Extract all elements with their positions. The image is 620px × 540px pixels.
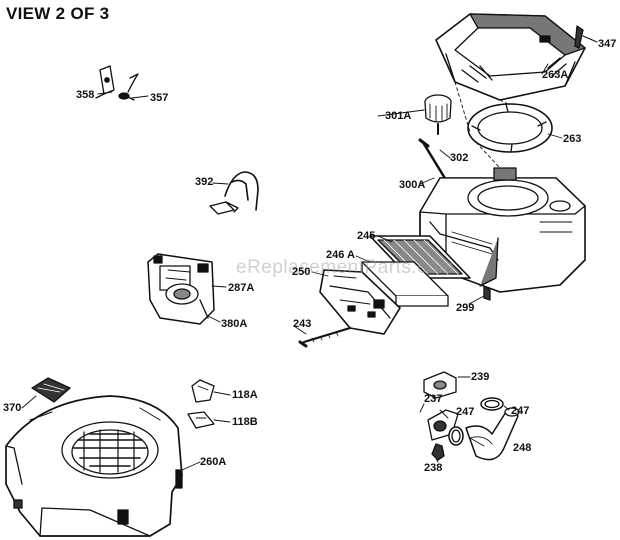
part-label-260a: 260A xyxy=(200,456,227,468)
part-label-301a: 301A xyxy=(385,110,412,122)
pre-cleaner-246a xyxy=(361,261,449,307)
part-label-358: 358 xyxy=(76,89,95,101)
wire-357 xyxy=(118,73,139,101)
part-label-238: 238 xyxy=(424,462,443,474)
clamp-247-left xyxy=(448,426,464,446)
part-label-248: 248 xyxy=(513,442,532,454)
part-label-247-left: 247 xyxy=(456,406,475,418)
bracket-358 xyxy=(95,65,115,99)
part-label-299: 299 xyxy=(456,302,475,314)
part-label-118b: 118B xyxy=(232,416,258,428)
clamp-247-right xyxy=(480,397,504,411)
elbow-hose-248 xyxy=(465,407,520,461)
baffle-370 xyxy=(31,377,71,403)
bolt-243 xyxy=(298,326,352,348)
filter-element-245 xyxy=(369,235,471,279)
grommet-118b xyxy=(187,411,215,429)
view-title: VIEW 2 OF 3 xyxy=(6,4,110,23)
screw-238 xyxy=(431,443,445,461)
part-label-243: 243 xyxy=(293,318,312,330)
watermark-text: eReplacementParts.com xyxy=(236,257,455,278)
part-label-300a: 300A xyxy=(399,179,426,191)
part-label-247-right: 247 xyxy=(511,405,530,417)
part-label-250: 250 xyxy=(292,266,311,278)
filter-cover-250 xyxy=(319,269,401,335)
assembly-guide-lines xyxy=(454,81,509,169)
part-label-357: 357 xyxy=(150,92,169,104)
blower-housing-260a xyxy=(5,395,183,537)
grommet-118a xyxy=(191,379,215,403)
part-label-118a: 118A xyxy=(232,389,258,401)
part-label-246a: 246 A xyxy=(326,249,355,261)
part-label-245: 245 xyxy=(357,230,376,242)
gasket-239 xyxy=(423,371,457,399)
part-label-237: 237 xyxy=(424,393,443,405)
clip-299 xyxy=(483,285,491,301)
part-label-347: 347 xyxy=(598,38,617,50)
governor-assembly-380a xyxy=(147,253,215,325)
air-cleaner-cover-263a xyxy=(435,13,586,101)
screw-347 xyxy=(574,25,598,49)
governor-link-392 xyxy=(209,171,259,215)
part-label-263: 263 xyxy=(563,133,582,145)
ring-gasket-263 xyxy=(467,103,553,153)
part-label-370: 370 xyxy=(3,402,22,414)
part-label-392: 392 xyxy=(195,176,214,188)
part-label-263a: 263A xyxy=(542,69,569,81)
dipstick-302 xyxy=(418,138,448,182)
part-label-380a: 380A xyxy=(221,318,248,330)
part-label-287a: 287A xyxy=(228,282,255,294)
part-label-302: 302 xyxy=(450,152,469,164)
leader-lines xyxy=(21,63,563,471)
cap-301a xyxy=(424,94,452,135)
part-label-239: 239 xyxy=(471,371,490,383)
air-cleaner-base-300a xyxy=(419,167,586,293)
